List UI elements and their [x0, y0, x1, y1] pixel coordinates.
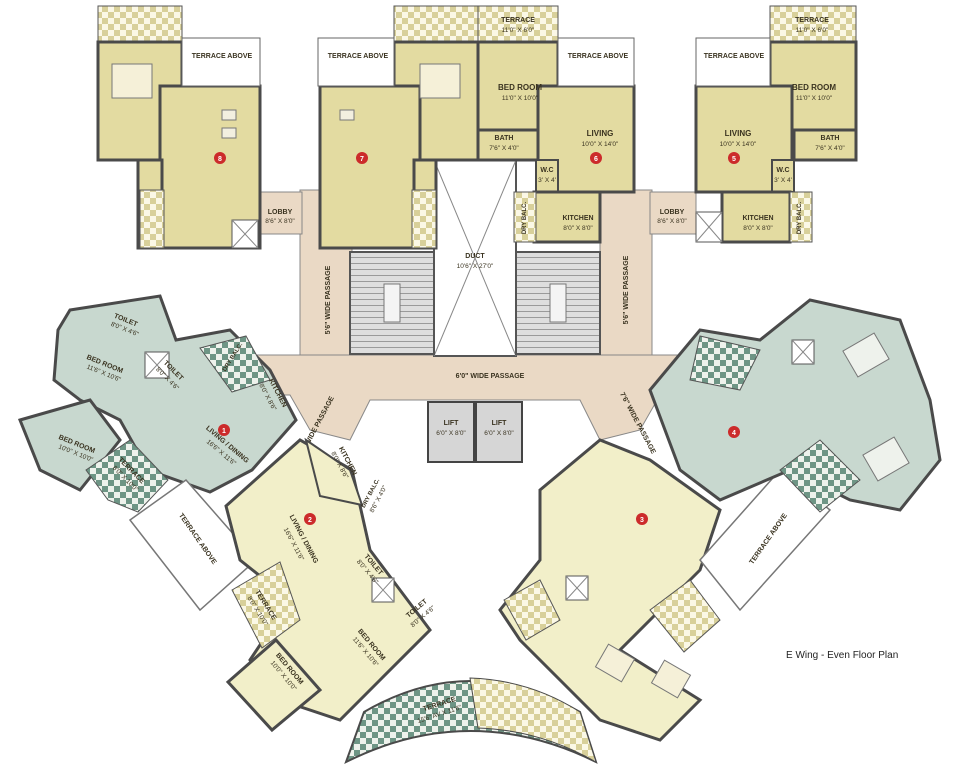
terrace-above-6: TERRACE ABOVE — [568, 53, 629, 60]
u5-bedroom: BED ROOM — [792, 83, 836, 92]
unit-8 — [96, 5, 262, 250]
unit-1-marker — [218, 424, 230, 436]
lift1-label: LIFT — [444, 420, 459, 427]
u6-wc-dim: 3' X 4' — [538, 177, 556, 184]
unit-6-number: 6 — [594, 156, 598, 163]
unit-3-number: 3 — [640, 517, 644, 524]
unit-2 — [224, 437, 432, 733]
u5-living: LIVING — [725, 129, 752, 138]
unit-6-marker — [590, 152, 602, 164]
u5-kitchen: KITCHEN — [742, 215, 773, 222]
unit-5 — [694, 5, 858, 244]
lobby-right-dim: 8'6" X 8'0" — [657, 218, 687, 225]
unit-1-number: 1 — [222, 428, 226, 435]
u6-terrace: TERRACE — [501, 17, 535, 24]
unit-2-marker — [304, 513, 316, 525]
unit-7-number: 7 — [360, 156, 364, 163]
unit-1 — [17, 294, 298, 513]
duct-label: DUCT — [465, 253, 485, 260]
u5-dry-balc: DRY BALC. — [797, 202, 803, 235]
left-passage-label: 5'6" WIDE PASSAGE — [325, 265, 332, 334]
u6-kitchen-dim: 8'0" X 8'0" — [563, 225, 593, 232]
u6-living-dim: 10'0" X 14'0" — [582, 141, 619, 148]
u6-kitchen: KITCHEN — [562, 215, 593, 222]
unit-3 — [498, 438, 722, 742]
u6-wc: W.C — [540, 167, 553, 174]
u5-bath: BATH — [821, 135, 840, 142]
unit-2-number: 2 — [308, 517, 312, 524]
lift2-dim: 6'0" X 8'0" — [484, 430, 514, 437]
unit-5-marker — [728, 152, 740, 164]
lift2-label: LIFT — [492, 420, 507, 427]
unit-5-number: 5 — [732, 156, 736, 163]
u6-bath: BATH — [495, 135, 514, 142]
curved-terrace — [344, 677, 598, 765]
u6-bath-dim: 7'6" X 4'0" — [489, 145, 519, 152]
u5-terrace-dim: 11'0" X 6'0" — [796, 27, 829, 34]
unit-4-marker — [728, 426, 740, 438]
lobby-left-dim: 8'6" X 8'0" — [265, 218, 295, 225]
unit-3-marker — [636, 513, 648, 525]
lift1-dim: 6'0" X 8'0" — [436, 430, 466, 437]
lobby-left-label: LOBBY — [268, 209, 293, 216]
u5-kitchen-dim: 8'0" X 8'0" — [743, 225, 773, 232]
terrace-above-7: TERRACE ABOVE — [328, 53, 389, 60]
u5-wc-dim: 3' X 4' — [774, 177, 792, 184]
unit-6 — [476, 5, 636, 244]
u6-bedroom-dim: 11'0" X 10'0" — [502, 95, 539, 102]
u5-bath-dim: 7'6" X 4'0" — [815, 145, 845, 152]
u5-living-dim: 10'0" X 14'0" — [720, 141, 757, 148]
terrace-above-8: TERRACE ABOVE — [192, 53, 253, 60]
unit-8-marker — [214, 152, 226, 164]
u5-terrace: TERRACE — [795, 17, 829, 24]
u5-wc: W.C — [776, 167, 789, 174]
terrace-above-right-area — [699, 468, 832, 612]
plan-caption: E Wing - Even Floor Plan — [786, 650, 899, 661]
main-passage-label: 6'0" WIDE PASSAGE — [456, 373, 525, 380]
unit-7-marker — [356, 152, 368, 164]
lobby-right-label: LOBBY — [660, 209, 685, 216]
right-passage-label: 5'6" WIDE PASSAGE — [623, 255, 630, 324]
u6-terrace-dim: 11'0" X 6'0" — [502, 27, 535, 34]
duct-dim: 10'6" X 27'0" — [457, 263, 494, 270]
u6-bedroom: BED ROOM — [498, 83, 542, 92]
unit-7 — [317, 5, 480, 250]
unit-4 — [648, 298, 942, 513]
u6-living: LIVING — [587, 129, 614, 138]
u5-bedroom-dim: 11'0" X 10'0" — [796, 95, 833, 102]
u6-dry-balc: DRY BALC. — [522, 202, 528, 235]
unit-8-number: 8 — [218, 156, 222, 163]
terrace-above-5: TERRACE ABOVE — [704, 53, 765, 60]
unit-4-number: 4 — [732, 430, 736, 437]
common-passage — [239, 159, 713, 463]
